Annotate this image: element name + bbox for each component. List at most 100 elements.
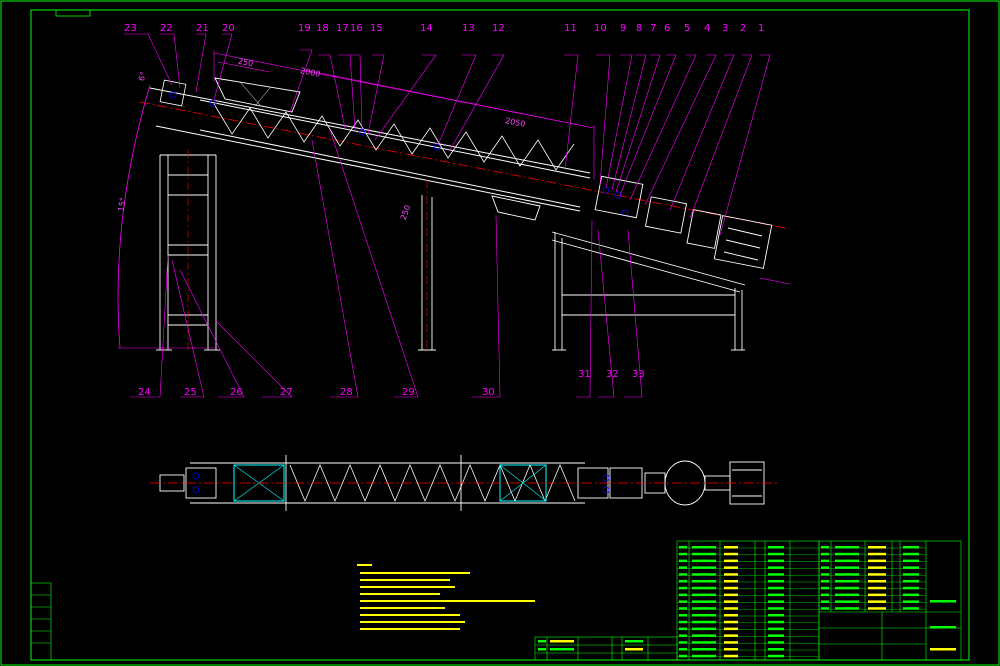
balloon-28: 28: [340, 387, 353, 398]
dimension-lines: [213, 50, 791, 285]
text-mark: [692, 566, 716, 569]
text-mark: [930, 626, 956, 629]
balloon-24: 24: [138, 387, 151, 398]
text-mark: [692, 586, 716, 590]
balloon-4: 4: [704, 23, 711, 34]
balloon-22: 22: [160, 23, 173, 34]
text-mark: [692, 573, 716, 576]
text-mark: [821, 607, 829, 610]
text-mark: [724, 614, 738, 617]
text-mark: [868, 559, 886, 563]
text-mark: [679, 627, 687, 631]
text-mark: [679, 641, 687, 644]
title-block: [818, 540, 962, 661]
inlet-hopper: [214, 77, 301, 113]
title-fill-marks: [538, 546, 956, 658]
revision-table: [534, 636, 678, 661]
text-mark: [768, 580, 784, 583]
text-mark: [724, 600, 738, 603]
text-mark: [768, 648, 784, 651]
balloon-29: 29: [402, 387, 415, 398]
text-mark: [868, 607, 886, 610]
text-mark: [868, 546, 886, 549]
text-mark: [724, 607, 738, 610]
tail-bearing: [159, 79, 187, 107]
angle-arc: [117, 84, 151, 349]
text-mark: [903, 559, 919, 563]
text-mark: [625, 648, 643, 651]
text-mark: [835, 586, 859, 590]
text-mark: [903, 552, 919, 556]
text-mark: [835, 546, 859, 549]
text-mark: [679, 620, 687, 624]
balloon-18: 18: [316, 23, 329, 34]
side-strip: [30, 582, 52, 661]
text-mark: [930, 600, 956, 603]
text-mark: [821, 573, 829, 576]
screw-flights: [213, 103, 575, 171]
text-mark: [724, 593, 738, 597]
balloon-30: 30: [482, 387, 495, 398]
text-mark: [724, 559, 738, 563]
balloon-32: 32: [606, 369, 619, 380]
balloon-26: 26: [230, 387, 243, 398]
text-mark: [724, 648, 738, 651]
balloon-16: 16: [350, 23, 363, 34]
balloon-19: 19: [298, 23, 311, 34]
screw-centerline: [139, 101, 791, 230]
text-mark: [724, 586, 738, 590]
text-mark: [679, 573, 687, 576]
balloon-11: 11: [564, 23, 577, 34]
balloon-21: 21: [196, 23, 209, 34]
text-mark: [692, 552, 716, 556]
text-mark: [692, 634, 716, 637]
text-mark: [768, 600, 784, 603]
text-mark: [903, 586, 919, 590]
text-mark: [768, 627, 784, 631]
text-mark: [903, 573, 919, 576]
text-mark: [692, 620, 716, 624]
text-mark: [625, 640, 643, 643]
text-mark: [835, 566, 859, 569]
text-mark: [768, 559, 784, 563]
balloon-1: 1: [758, 23, 765, 34]
text-mark: [768, 573, 784, 576]
text-mark: [692, 607, 716, 610]
balloon-27: 27: [280, 387, 293, 398]
leader-lines-top: [124, 33, 771, 236]
balloon-13: 13: [462, 23, 475, 34]
text-mark: [538, 648, 546, 651]
balloon-7: 7: [650, 23, 657, 34]
text-mark: [724, 634, 738, 637]
text-mark: [724, 566, 738, 569]
text-mark: [679, 559, 687, 563]
text-mark: [692, 580, 716, 583]
text-mark: [679, 648, 687, 651]
drive-unit: [594, 175, 773, 269]
text-mark: [679, 593, 687, 597]
corner-block: [55, 9, 91, 17]
text-mark: [692, 593, 716, 597]
text-mark: [768, 586, 784, 590]
balloon-10: 10: [594, 23, 607, 34]
balloon-3: 3: [722, 23, 729, 34]
text-mark: [835, 607, 859, 610]
text-mark: [903, 600, 919, 603]
outlet-chute: [491, 195, 541, 221]
text-mark: [768, 552, 784, 556]
tail-support: [156, 154, 220, 351]
text-mark: [679, 607, 687, 610]
text-mark: [692, 641, 716, 644]
text-mark: [692, 559, 716, 563]
text-mark: [724, 641, 738, 644]
text-mark: [768, 641, 784, 644]
text-mark: [821, 586, 829, 590]
text-mark: [903, 607, 919, 610]
text-mark: [692, 654, 716, 658]
text-mark: [679, 546, 687, 549]
text-mark: [692, 627, 716, 631]
text-mark: [724, 654, 738, 658]
text-mark: [692, 546, 716, 549]
text-mark: [768, 593, 784, 597]
text-mark: [835, 559, 859, 563]
